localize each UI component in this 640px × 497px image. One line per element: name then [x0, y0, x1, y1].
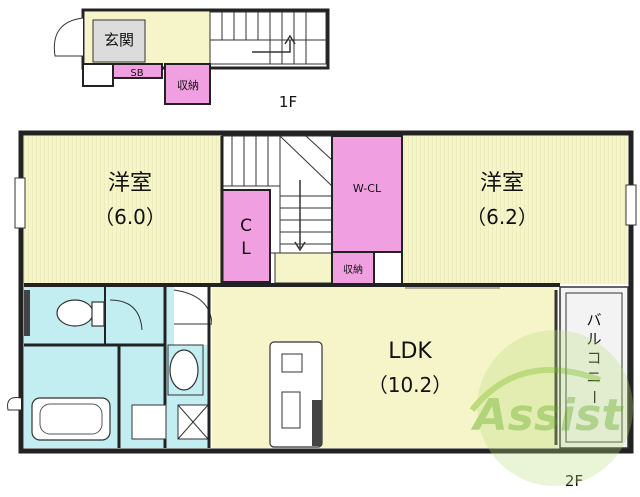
- floor1-level-label: 1F: [279, 93, 297, 111]
- floor1-plan: 玄関 SB 収納 1F: [53, 8, 330, 111]
- floor2-stairs-arrow-icon: [294, 241, 306, 252]
- cl-label-c: C: [240, 216, 252, 236]
- stairs-arrow-icon: [284, 34, 296, 45]
- assist-logo: Assist: [469, 330, 633, 486]
- washer-pan-icon: [131, 404, 167, 440]
- floor1-storage-label: 収納: [177, 79, 199, 92]
- western-room-left: [24, 136, 222, 284]
- cl-label-l: L: [241, 239, 251, 259]
- balcony-char: バ: [586, 311, 601, 329]
- floor2-storage-label: 収納: [343, 263, 363, 276]
- balcony: [559, 286, 629, 449]
- western-room-left-size: （6.0）: [94, 205, 166, 229]
- genkan-label: 玄関: [104, 31, 134, 49]
- sink-icon: [281, 353, 303, 373]
- balcony-char: ー: [585, 389, 603, 404]
- washbasin-icon: [169, 349, 199, 391]
- western-room-right: [402, 136, 628, 284]
- floor2-level-label: 2F: [565, 472, 583, 490]
- watermark-text: Assist: [471, 390, 625, 441]
- sb-label: SB: [130, 68, 143, 79]
- entrance-door: [53, 17, 84, 57]
- balcony-char: ル: [586, 330, 601, 348]
- western-room-right-label: 洋室: [480, 171, 524, 196]
- genkan-floor: [92, 19, 146, 63]
- floor2-plan: 洋室 （6.0） 洋室 （6.2） W-CL C L 収納 LDK （10.2）…: [7, 130, 637, 490]
- closet-cl: [221, 189, 271, 283]
- ldk-size: （10.2）: [368, 373, 453, 397]
- ldk-label: LDK: [388, 339, 432, 364]
- western-room-left-label: 洋室: [108, 171, 152, 196]
- wcl-label: W-CL: [353, 182, 382, 195]
- toilet-icon: [56, 299, 94, 327]
- stove-icon: [281, 391, 301, 429]
- floor1-storage: [164, 63, 211, 105]
- western-room-right-size: （6.2）: [466, 205, 538, 229]
- door-swing: [173, 289, 213, 325]
- bathtub-icon: [31, 397, 111, 441]
- floor1-stairs: [209, 11, 327, 65]
- balcony-char: コ: [586, 349, 601, 367]
